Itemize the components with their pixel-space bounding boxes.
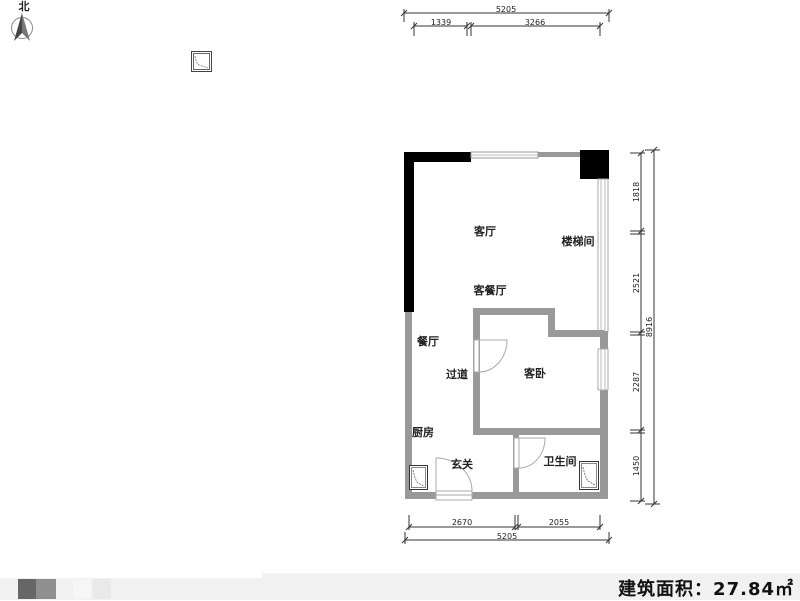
north-arrow-icon: 北 [11, 0, 33, 41]
dim-top-right: 3266 [525, 18, 545, 27]
dim-top-total: 5205 [496, 5, 516, 14]
dim-right-total: 8916 [645, 317, 654, 337]
room-bathroom: 卫生间 [544, 454, 577, 468]
dim-bottom-left: 2670 [452, 518, 472, 527]
bottom-dimensions [401, 515, 613, 544]
bathroom-door [513, 437, 546, 469]
room-living-dining: 客餐厅 [473, 283, 507, 297]
compass: 北 [8, 0, 40, 45]
footer-bar-top-strip [262, 573, 800, 578]
dim-top-left: 1339 [431, 18, 451, 27]
room-dining: 餐厅 [416, 334, 439, 348]
footer-swatch-1 [18, 579, 36, 599]
north-label: 北 [19, 0, 30, 13]
dim-bottom-right: 2055 [549, 518, 569, 527]
window-right-lower [597, 348, 609, 391]
column-top-right [580, 150, 609, 179]
dim-right-2: 2521 [632, 273, 641, 293]
bedroom-door [473, 339, 508, 373]
bathroom-shower-icon [579, 461, 599, 490]
window-right-upper [597, 178, 609, 333]
dim-bottom-total: 5205 [497, 532, 517, 541]
shower-legend-icon [191, 51, 212, 72]
dim-right-3: 2287 [632, 372, 641, 392]
wall-top-right [538, 152, 580, 157]
right-dimensions [630, 146, 660, 508]
room-corridor: 过道 [446, 367, 468, 381]
room-kitchen: 厨房 [412, 425, 434, 439]
dim-right-1: 1818 [632, 182, 641, 202]
room-living: 客厅 [473, 224, 496, 238]
building-area-label: 建筑面积：27.84㎡ [618, 579, 794, 600]
exterior-wall-left [404, 152, 414, 312]
footer-swatch-4 [93, 579, 111, 599]
dim-right-4: 1450 [632, 456, 641, 476]
room-entrance: 玄关 [451, 457, 473, 471]
room-stairwell: 楼梯间 [562, 234, 595, 248]
room-guest-bedroom: 客卧 [523, 366, 546, 380]
footer-swatch-2 [36, 579, 56, 599]
top-dimensions [400, 9, 613, 36]
floor-plan: 5205 1339 3266 [400, 5, 660, 544]
entrance-door [435, 457, 473, 501]
footer-bar [0, 578, 800, 600]
kitchen-sink-icon [409, 465, 428, 490]
exterior-wall-top [404, 152, 471, 162]
footer-swatch-3 [73, 579, 91, 599]
